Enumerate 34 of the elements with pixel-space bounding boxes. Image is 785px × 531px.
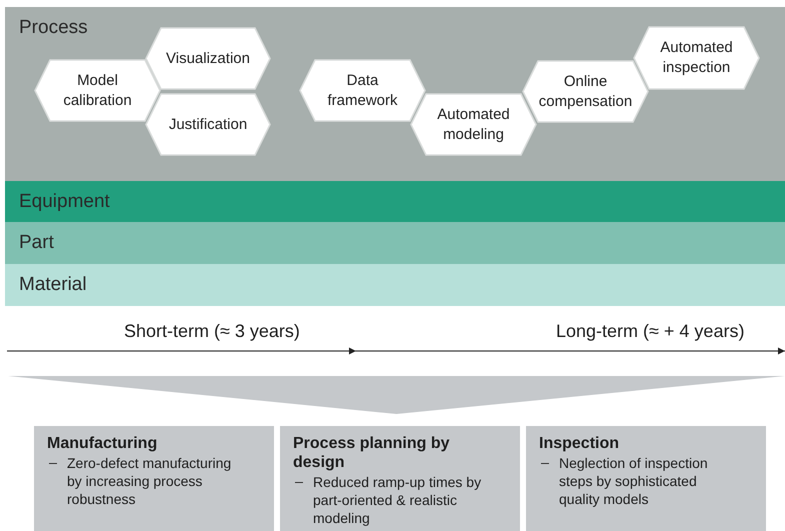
outcome-card xyxy=(526,426,766,531)
band-title: Material xyxy=(19,274,87,296)
category-band xyxy=(5,222,785,264)
process-step-hexagon xyxy=(145,93,271,156)
step-label: Automated inspection xyxy=(659,38,734,78)
band-title: Part xyxy=(19,232,54,254)
step-label: Data framework xyxy=(326,70,398,110)
step-label: Justification xyxy=(168,114,248,134)
bullet-text: Reduced ramp-up times by part-oriented & realistic modeling xyxy=(313,473,482,527)
category-band xyxy=(5,7,785,181)
process-step-hexagon xyxy=(522,60,649,123)
process-step-hexagon xyxy=(299,59,426,122)
timeline-label: Short-term (≈ 3 years) xyxy=(124,321,300,342)
step-label: Automated modeling xyxy=(436,104,511,144)
step-label: Online compensation xyxy=(538,72,634,112)
outcome-card xyxy=(34,426,274,531)
outcome-card xyxy=(280,426,520,531)
process-step-hexagon xyxy=(410,93,537,156)
band-title: Process xyxy=(19,17,88,39)
funnel-shape xyxy=(8,376,785,414)
bullet-text: Zero-defect manufacturing by increasing process robustness xyxy=(67,454,232,508)
step-label: Visualization xyxy=(165,48,251,68)
card-heading: Manufacturing xyxy=(47,434,158,453)
category-band xyxy=(5,181,785,222)
card-heading: Inspection xyxy=(539,434,620,453)
bullet-text: Neglection of inspection steps by sophisticated quality models xyxy=(559,454,709,508)
card-heading: Process planning by design xyxy=(293,434,450,472)
process-step-hexagon xyxy=(145,27,271,90)
category-band xyxy=(5,264,785,306)
process-step-hexagon xyxy=(633,26,760,90)
band-title: Equipment xyxy=(19,191,110,213)
step-label: Model calibration xyxy=(62,70,133,110)
process-step-hexagon xyxy=(34,59,161,122)
timeline-label: Long-term (≈ + 4 years) xyxy=(556,321,744,342)
